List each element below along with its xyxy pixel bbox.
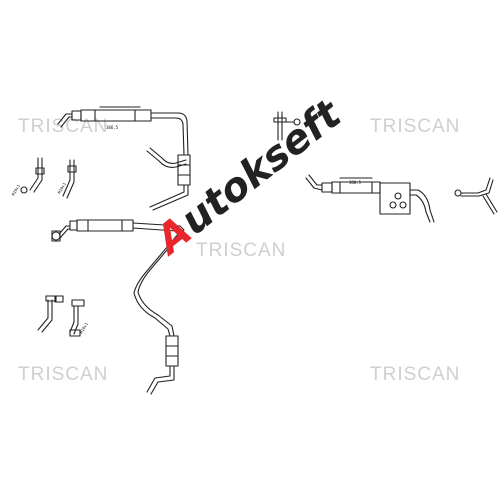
hose-assembly-center — [51, 219, 185, 395]
watermark-bottom-right: TRISCAN — [370, 364, 461, 385]
fitting-top-center — [273, 111, 301, 141]
hose-assembly-right — [305, 174, 435, 223]
dimension-label-fitting-b: M10x1 — [57, 181, 68, 194]
fitting-left-b — [62, 159, 77, 199]
dimension-label-fitting-a: M10x1 — [11, 183, 22, 196]
watermark-center: TRISCAN — [196, 240, 287, 261]
hose-assembly-top-left — [57, 106, 191, 211]
dimension-label-fitting-bottom: M10x1 — [79, 321, 90, 334]
fitting-far-right — [454, 177, 498, 215]
fitting-bottom-a — [37, 295, 64, 333]
watermark-top-right: TRISCAN — [370, 116, 461, 137]
dimension-label-right: 380.5 — [349, 180, 362, 185]
fitting-left-a — [20, 157, 45, 194]
dimension-label-top-left: 386.5 — [106, 125, 119, 130]
fitting-bottom-b — [69, 299, 85, 337]
watermark-bottom-left: TRISCAN — [18, 364, 109, 385]
